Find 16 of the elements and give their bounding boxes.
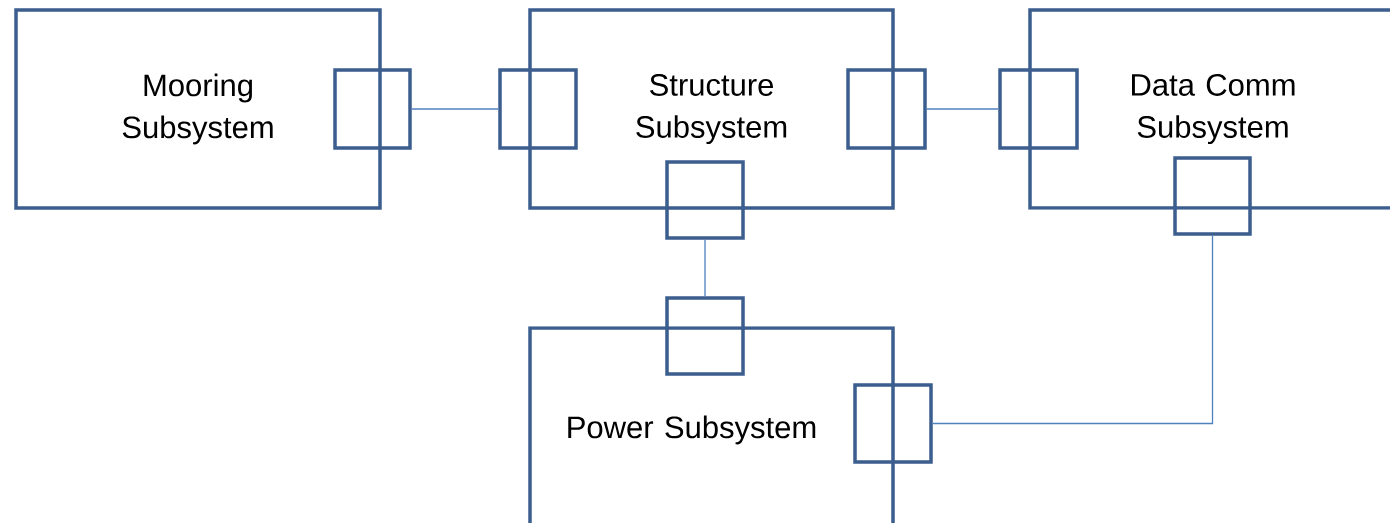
port-square	[846, 68, 927, 150]
port-square	[333, 68, 412, 150]
subsystem-box: Mooring Subsystem	[14, 8, 382, 210]
port-square	[998, 68, 1079, 150]
connector-line	[926, 108, 999, 110]
connector-line	[704, 239, 706, 297]
connector-line	[932, 235, 1214, 425]
port-square	[665, 296, 745, 376]
port-square	[498, 68, 578, 150]
subsystem-box: Data Comm Subsystem	[1028, 8, 1390, 210]
subsystem-box: Structure Subsystem	[528, 8, 895, 210]
port-square	[665, 160, 745, 240]
subsystem-box: Power Subsystem	[528, 326, 895, 523]
port-square	[1173, 156, 1252, 236]
port-square	[853, 383, 933, 464]
connector-line	[411, 108, 499, 110]
